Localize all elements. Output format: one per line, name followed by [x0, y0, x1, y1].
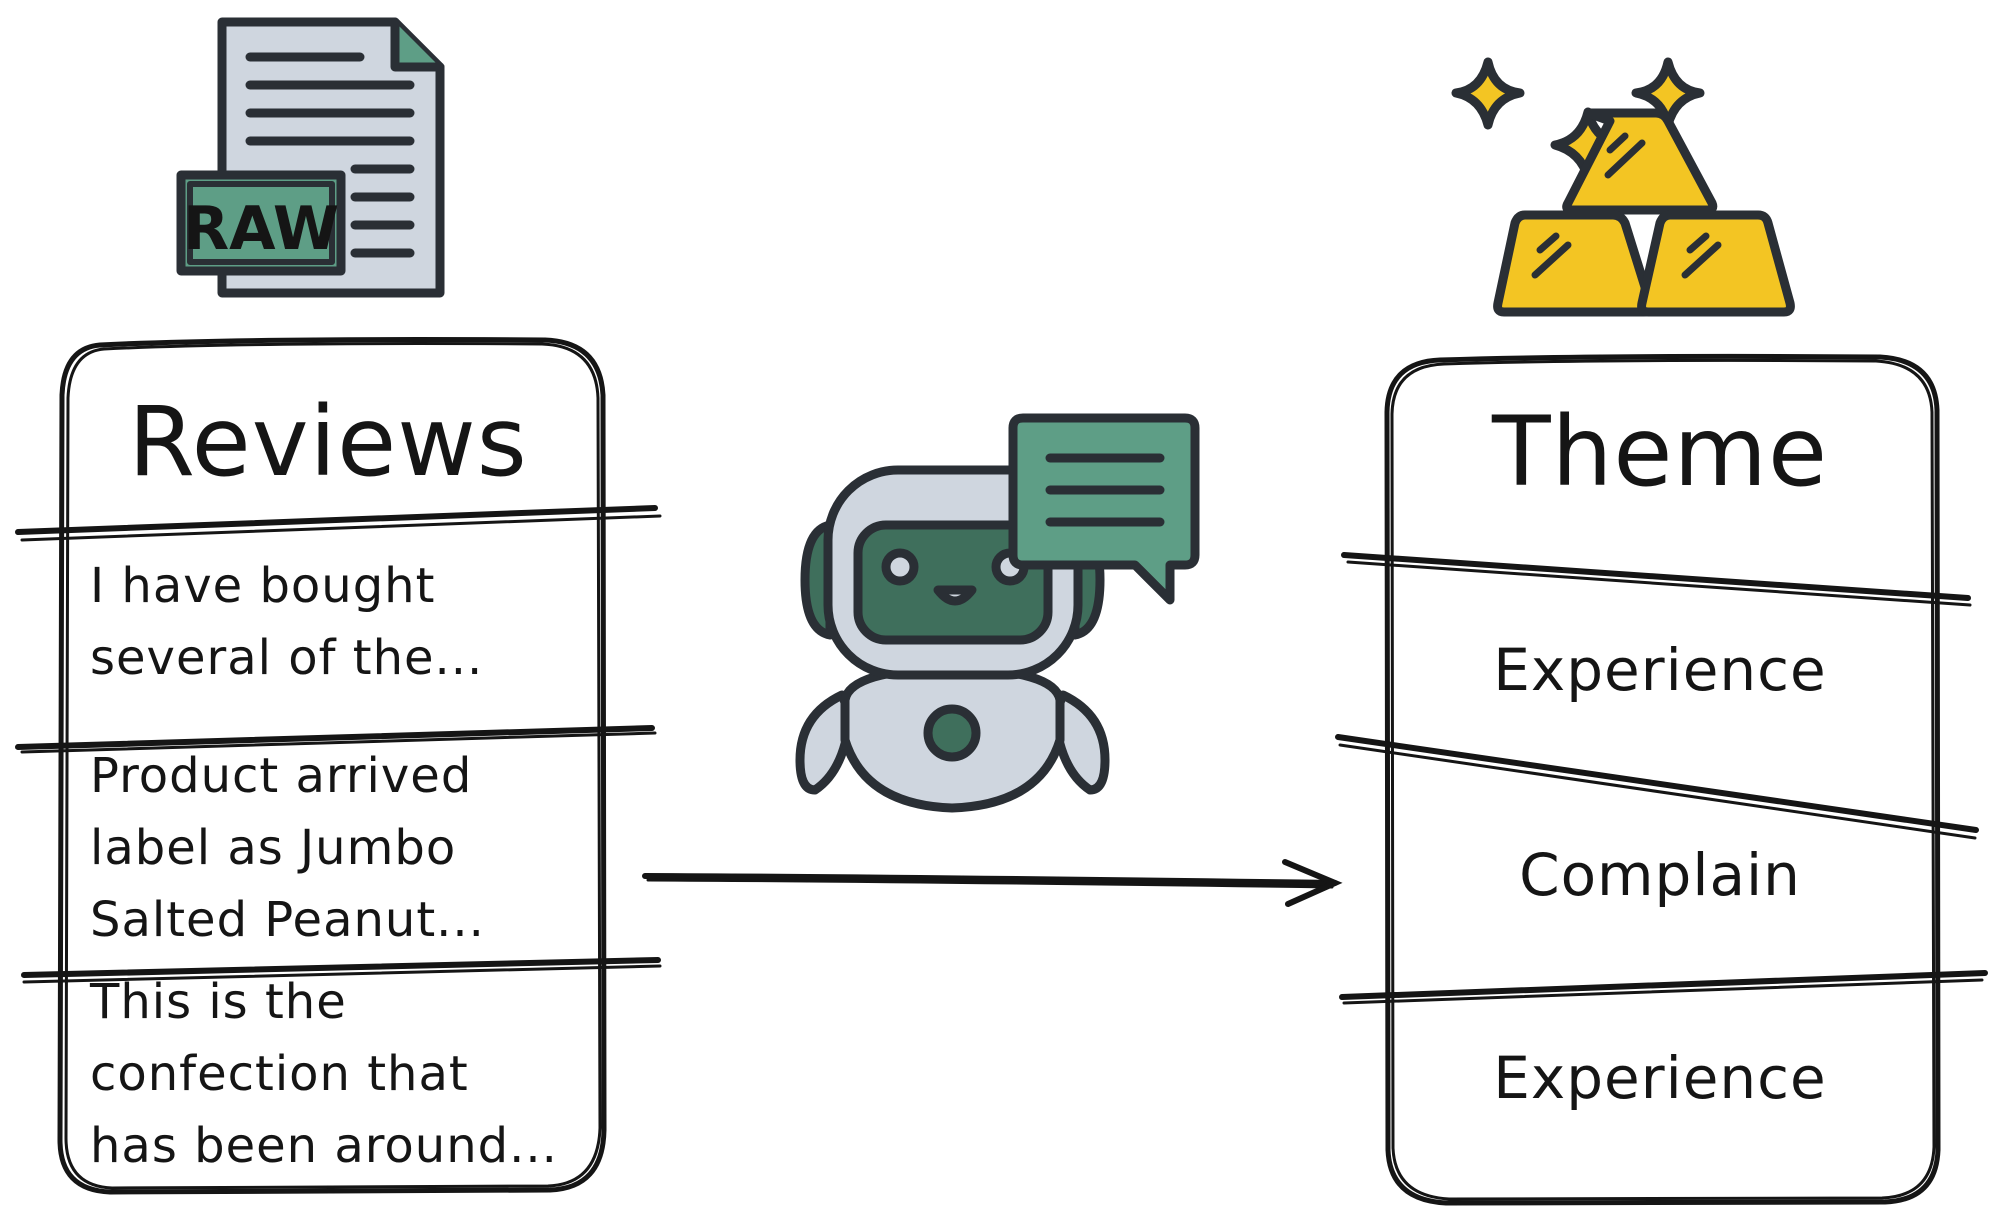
chat-bubble-icon	[1008, 413, 1200, 605]
reviews-rows: I have bought several of the... Product ar…	[89, 558, 558, 1174]
raw-badge-label: RAW	[183, 194, 339, 264]
review-row: I have bought several of the...	[90, 558, 483, 686]
review-text-line: I have bought	[90, 558, 435, 614]
gold-bars-icon	[1451, 57, 1795, 317]
theme-card	[1335, 353, 1988, 1206]
review-text-line: has been around...	[90, 1118, 558, 1174]
theme-row-label: Experience	[1493, 636, 1826, 704]
reviews-title: Reviews	[128, 386, 528, 498]
raw-file-icon	[176, 17, 445, 298]
robot-icon	[795, 465, 1110, 813]
review-text-line: confection that	[90, 1046, 469, 1102]
review-text-line: This is the	[89, 974, 347, 1030]
review-row: This is the confection that has been aroun…	[89, 974, 558, 1174]
reviews-card	[15, 337, 662, 1195]
review-text-line: Product arrived	[90, 748, 472, 804]
theme-row-label: Experience	[1493, 1044, 1826, 1112]
review-text-line: label as Jumbo	[90, 820, 456, 876]
review-text-line: several of the...	[90, 630, 483, 686]
review-text-line: Salted Peanut...	[90, 892, 485, 948]
sparkle-icon	[1451, 57, 1525, 130]
theme-title: Theme	[1491, 396, 1828, 508]
flow-arrow	[642, 859, 1343, 907]
theme-row-label: Complain	[1519, 841, 1801, 909]
